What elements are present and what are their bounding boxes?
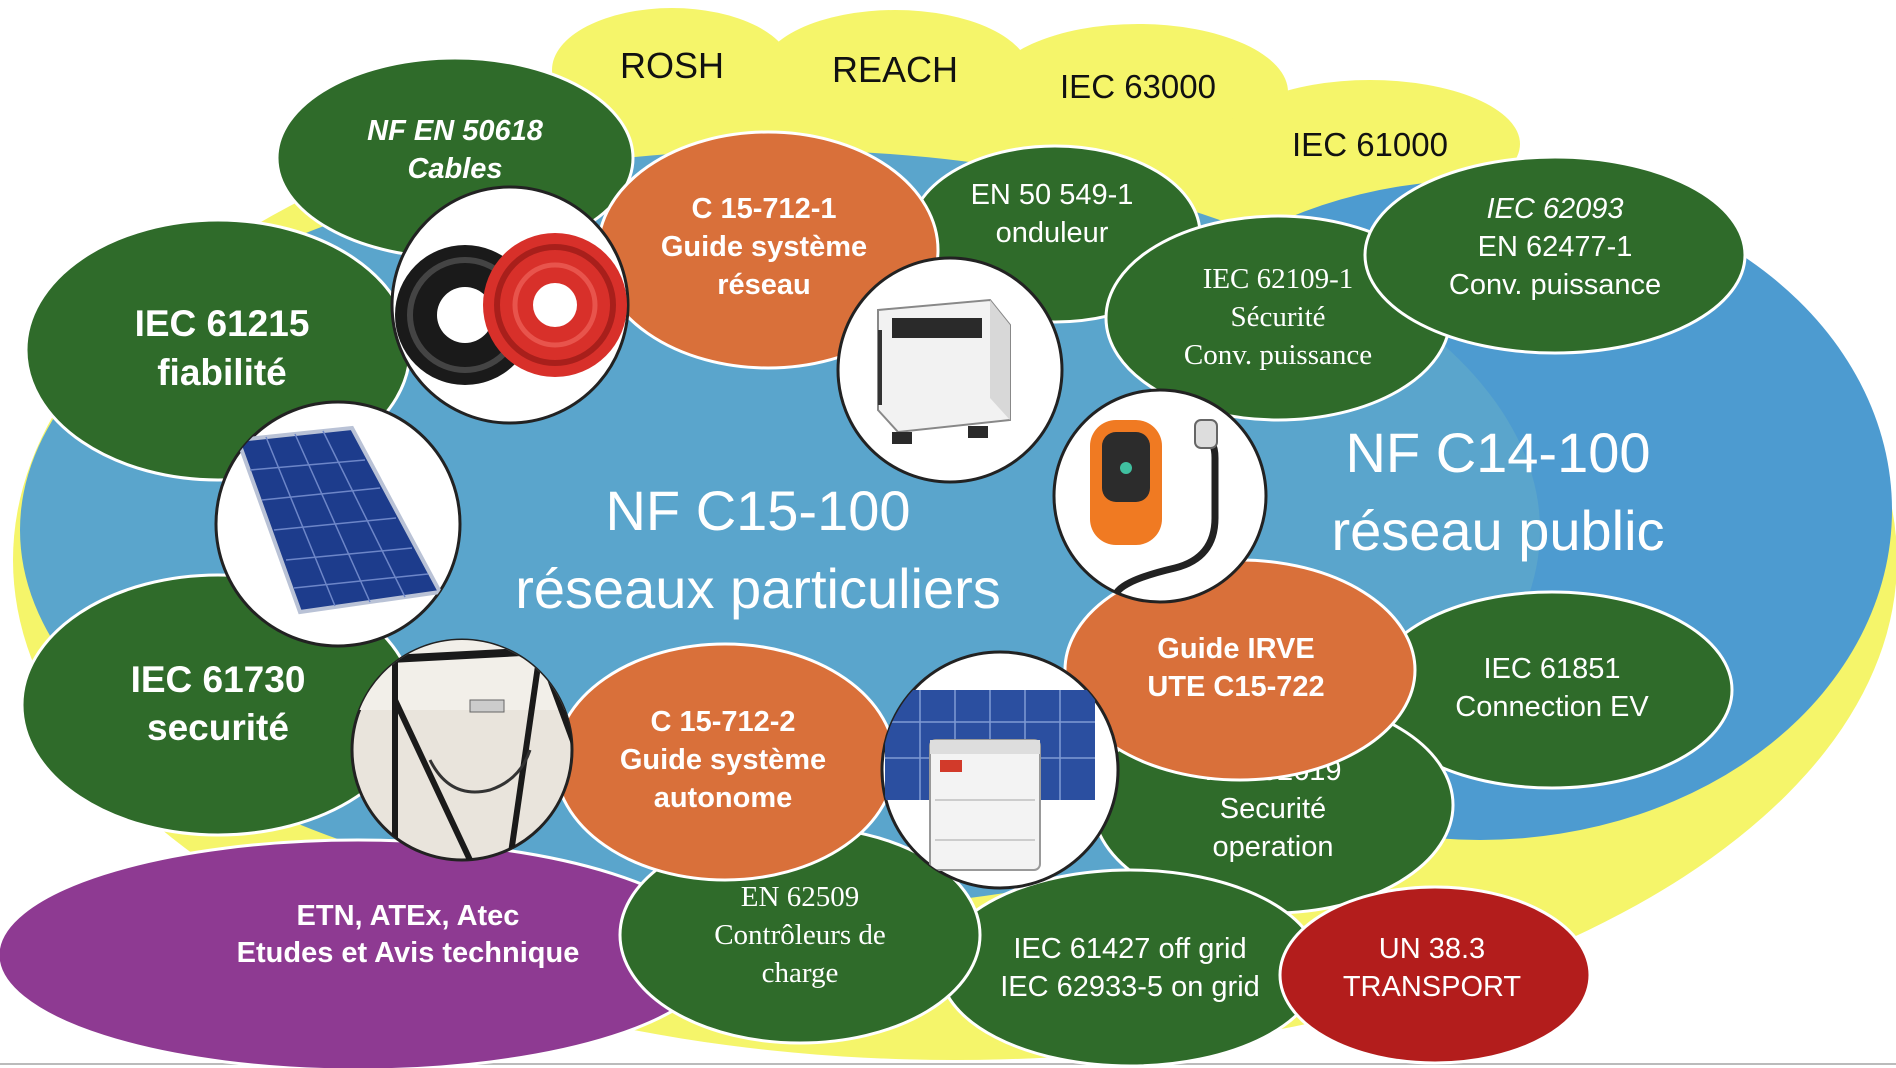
- nf-en-50618-line1: NF EN 50618: [367, 115, 544, 147]
- reach-bubble: [760, 10, 1030, 138]
- en-50549-line2: onduleur: [996, 217, 1109, 249]
- zone-particuliers-subtitle: réseaux particuliers: [515, 557, 1001, 620]
- iec-61851-line1: IEC 61851: [1483, 653, 1620, 685]
- iec-61851-line2: Connection EV: [1455, 691, 1649, 723]
- c15-712-1-line2: Guide système: [661, 231, 867, 263]
- iec63000-label: IEC 63000: [1060, 68, 1216, 105]
- rosh-bubble: [552, 8, 792, 132]
- un-38-3-line1: UN 38.3: [1379, 933, 1485, 965]
- c15-712-2-line3: autonome: [654, 782, 793, 814]
- c15-712-1-line3: réseau: [717, 269, 811, 301]
- iec61000-label: IEC 61000: [1292, 126, 1448, 163]
- iec-61427-bubble: [938, 868, 1322, 1068]
- ev-charger-icon: [1052, 388, 1268, 604]
- etn-line1: ETN, ATEx, Atec: [297, 900, 520, 932]
- iec63000-bubble: [988, 24, 1288, 160]
- solar-panel-icon: [214, 400, 462, 648]
- irve-line1: Guide IRVE: [1157, 633, 1314, 665]
- iec-62093-bubble: [1363, 155, 1747, 355]
- en-62509-line3: charge: [762, 957, 839, 989]
- iec-62109-line1: IEC 62109-1: [1203, 263, 1354, 295]
- en-62509-line1: EN 62509: [741, 881, 859, 913]
- zone-public-subtitle: réseau public: [1331, 499, 1664, 562]
- c15-712-2-line1: C 15-712-2: [650, 706, 795, 738]
- iec-62619-line2: Securité: [1220, 793, 1326, 825]
- iec-61730-line2: securité: [147, 707, 289, 748]
- nf-en-50618-line2: Cables: [407, 153, 502, 185]
- reach-label: REACH: [832, 49, 958, 90]
- irve-line2: UTE C15-722: [1147, 671, 1324, 703]
- cable-reels-icon: [390, 185, 630, 425]
- inverter-icon: [836, 256, 1064, 484]
- iec-62093-line2: EN 62477-1: [1478, 231, 1633, 263]
- iec-61427-line1: IEC 61427 off grid: [1013, 933, 1246, 965]
- c15-712-1-line1: C 15-712-1: [691, 193, 836, 225]
- en-62509-line2: Contrôleurs de: [714, 919, 886, 951]
- iec-62093-line3: Conv. puissance: [1449, 269, 1661, 301]
- un-38-3-bubble: [1278, 885, 1592, 1065]
- zone-public-title: NF C14-100: [1345, 421, 1650, 484]
- en-50549-line1: EN 50 549-1: [971, 179, 1134, 211]
- c15-712-2-line2: Guide système: [620, 744, 826, 776]
- battery-storage-icon: [880, 650, 1120, 890]
- iec-61215-line1: IEC 61215: [135, 303, 310, 344]
- rosh-label: ROSH: [620, 45, 724, 86]
- iec-61427-line2: IEC 62933-5 on grid: [1000, 971, 1260, 1003]
- iec-62109-line2: Sécurité: [1230, 301, 1325, 333]
- iec-62619-line3: operation: [1213, 831, 1334, 863]
- zone-particuliers-title: NF C15-100: [605, 479, 910, 542]
- iec-62093-line1: IEC 62093: [1486, 193, 1623, 225]
- iec-62109-line3: Conv. puissance: [1184, 339, 1372, 371]
- etn-line2: Etudes et Avis technique: [237, 937, 580, 969]
- un-38-3-line2: TRANSPORT: [1343, 971, 1522, 1003]
- iec-61215-line2: fiabilité: [157, 352, 287, 393]
- iec-61730-line1: IEC 61730: [131, 659, 306, 700]
